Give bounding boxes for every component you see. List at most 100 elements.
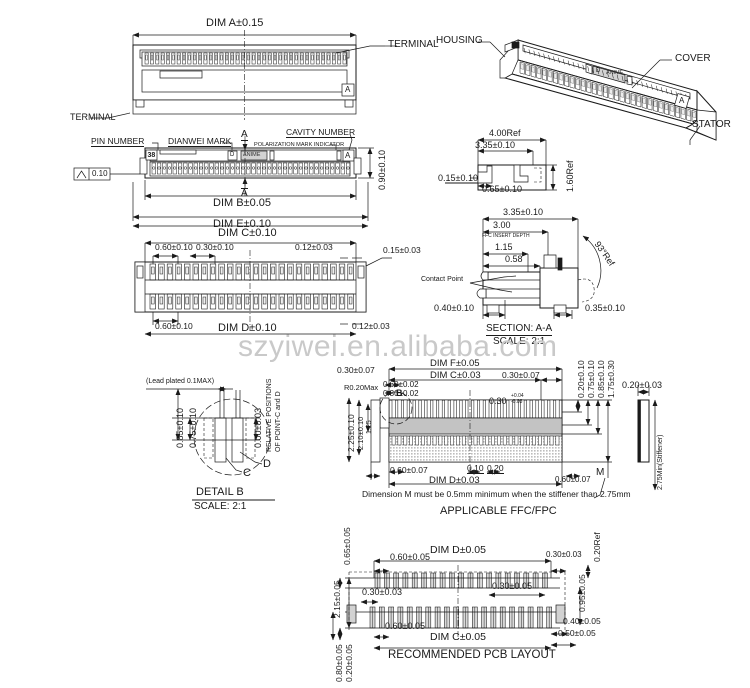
ffc-stiffener-note: 2.75Min(Stiffener) xyxy=(657,434,664,490)
terminal-label-top: TERMINAL xyxy=(388,39,439,50)
section-dim-058: 0.58 xyxy=(505,254,523,264)
ffc-dim-010: 0.10 xyxy=(467,463,484,474)
ffc-dim-d: DIM D±0.03 xyxy=(429,475,480,486)
iso-datum-a: A xyxy=(679,96,685,105)
ffc-left-125: 1.25 xyxy=(366,420,373,434)
detail-point-d: D xyxy=(263,458,271,470)
housing-text-anime: ANIME xyxy=(243,151,261,158)
pcb-layout-title: RECOMMENDED PCB LAYOUT xyxy=(388,649,556,661)
contact-point-label: Contact Point xyxy=(421,276,464,283)
section-dim-115: 1.15 xyxy=(495,242,513,252)
ffc-pitch-030: 0.30±0.02 xyxy=(383,389,419,398)
cavity-number-label: CAVITY NUMBER xyxy=(286,127,356,138)
section-dim-035: 0.35±0.10 xyxy=(585,303,625,313)
bottom-pitch-3: 0.60±0.10 xyxy=(155,321,193,331)
detail-dim-000: 0.00±0.03 xyxy=(253,408,263,448)
pcb-layout-geometry xyxy=(330,558,591,651)
pcb-gap-030: 0.30±0.05 xyxy=(492,581,532,591)
front-contacts xyxy=(151,162,351,175)
terminal-label-front: TERMINAL xyxy=(70,112,116,122)
ffc-bot-060b: 0.60±0.07 xyxy=(555,475,591,484)
ffc-bot-060: 0.60±0.07 xyxy=(390,465,428,475)
detail-point-c: C xyxy=(243,467,251,479)
pin-number-value: 38 xyxy=(147,152,156,159)
section-mark-a-bottom: A xyxy=(241,188,248,199)
pcb-pad-030: 0.30±0.03 xyxy=(546,550,582,559)
side-dim-065: 0.65±0.10 xyxy=(482,184,522,194)
ffc-left-030: 0.30±0.07 xyxy=(337,365,375,375)
bottom-pitch-2: 0.30±0.10 xyxy=(196,242,234,252)
pcb-pitch-060: 0.60±0.05 xyxy=(390,552,430,562)
relative-positions-line2: OF POINT-C and D xyxy=(275,391,282,452)
ffc-right-175: 1.75±0.30 xyxy=(606,360,616,398)
pcb-right-040: 0.40±0.05 xyxy=(563,616,601,626)
ffc-right-075: 0.75±0.10 xyxy=(586,360,596,398)
housing-label: HOUSING xyxy=(436,35,483,46)
pcb-dim-c: DIM C±0.05 xyxy=(430,631,486,643)
ffc-dim-020: 0.20 xyxy=(487,463,504,474)
section-dim-300: 3.00 xyxy=(493,220,511,230)
detail-dim-085: 0.85±0.10 xyxy=(175,408,185,448)
cover-label: COVER xyxy=(675,53,711,64)
pcb-pad-030b: 0.30±0.03 xyxy=(362,587,402,597)
section-aa-title: SECTION: A-A xyxy=(486,323,553,336)
top-view-geometry xyxy=(132,30,397,120)
ffc-pitch-060: 0.60±0.02 xyxy=(383,380,419,389)
pin-number-label: PIN NUMBER xyxy=(91,136,145,147)
pcb-left-020: 0.20±0.05 xyxy=(344,644,354,682)
ffc-left-210: 2.10±0.10 xyxy=(356,416,365,450)
pcb-right-095: 0.95±0.05 xyxy=(577,574,587,612)
side-dim-335: 3.35±0.10 xyxy=(475,140,515,150)
stator-label: STATOR xyxy=(692,119,731,130)
ffc-tol-030: 0.30 xyxy=(489,396,507,406)
section-dim-335: 3.35±0.10 xyxy=(503,207,543,217)
front-height-dim: 0.90±0.10 xyxy=(377,150,387,190)
pcb-right-050: 0.50±0.05 xyxy=(558,628,596,638)
ffc-detail-ref-b: B xyxy=(396,388,403,398)
section-aa-geometry xyxy=(469,216,602,319)
pcb-left-215: 2.15±0.05 xyxy=(332,580,342,618)
iso-view-geometry xyxy=(478,39,717,145)
ffc-fpc-geometry xyxy=(346,366,658,499)
bottom-width-2: 0.15±0.03 xyxy=(383,245,421,255)
datum-a-top-view: A xyxy=(345,85,351,94)
detail-b-geometry xyxy=(146,386,275,501)
pcb-dim-d: DIM D±0.05 xyxy=(430,544,486,556)
housing-text-d: D xyxy=(230,152,235,158)
pcb-left-080: 0.80±0.05 xyxy=(334,644,344,682)
side-dim-view-geometry xyxy=(445,137,557,191)
lead-plated-note: (Lead plated 0.1MAX) xyxy=(146,378,215,385)
ffc-stiffener-020: 0.20±0.03 xyxy=(622,380,662,390)
section-mark-a-top: A xyxy=(241,129,248,141)
ffc-left-225: 2.25±0.10 xyxy=(346,414,356,452)
dim-a-label: DIM A±0.15 xyxy=(206,17,264,29)
ffc-right-085: 0.85±0.10 xyxy=(596,360,606,398)
ffc-fpc-title: APPLICABLE FFC/FPC xyxy=(440,505,557,517)
ffc-insert-depth-label: FFC INSERT DEPTH xyxy=(482,233,530,239)
ffc-r020max: R0.20Max xyxy=(344,383,379,392)
ffc-tol-030-minus: -0.03 xyxy=(511,399,523,405)
side-ref-400: 4.00Ref xyxy=(489,128,521,138)
section-dim-040: 0.40±0.10 xyxy=(434,303,474,313)
bottom-width-3: 0.12±0.03 xyxy=(352,321,390,331)
flatness-value: 0.10 xyxy=(92,169,108,178)
detail-b-title: DETAIL B xyxy=(196,486,244,498)
ffc-right-020: 0.20±0.10 xyxy=(576,360,586,398)
detail-b-scale: SCALE: 2:1 xyxy=(194,501,247,512)
ffc-m-label: M xyxy=(596,467,605,478)
detail-dim-075: 0.75±0.10 xyxy=(188,408,198,448)
side-ref-160: 1.60Ref xyxy=(565,160,575,192)
bottom-pitch-1: 0.60±0.10 xyxy=(155,242,193,252)
ffc-dim-f: DIM F±0.05 xyxy=(430,358,480,369)
dianwei-mark-label: DIANWEI MARK xyxy=(168,136,232,147)
dim-e-label-front: DIM E±0.10 xyxy=(213,218,272,230)
ffc-dim-c: DIM C±0.03 xyxy=(430,370,481,381)
relative-positions-line1: RELATIVE POSITIONS xyxy=(266,378,273,452)
pcb-pitch-060b: 0.60±0.05 xyxy=(385,621,425,631)
polarization-mark-label: POLARIZATION MARK INDICATOR xyxy=(254,142,345,148)
dim-c-label: DIM C±0.10 xyxy=(218,227,277,239)
side-dim-015: 0.15±0.10 xyxy=(438,173,478,183)
ffc-note: Dimension M must be 0.5mm minimum when t… xyxy=(362,489,631,499)
bottom-width-1: 0.12±0.03 xyxy=(295,242,333,252)
